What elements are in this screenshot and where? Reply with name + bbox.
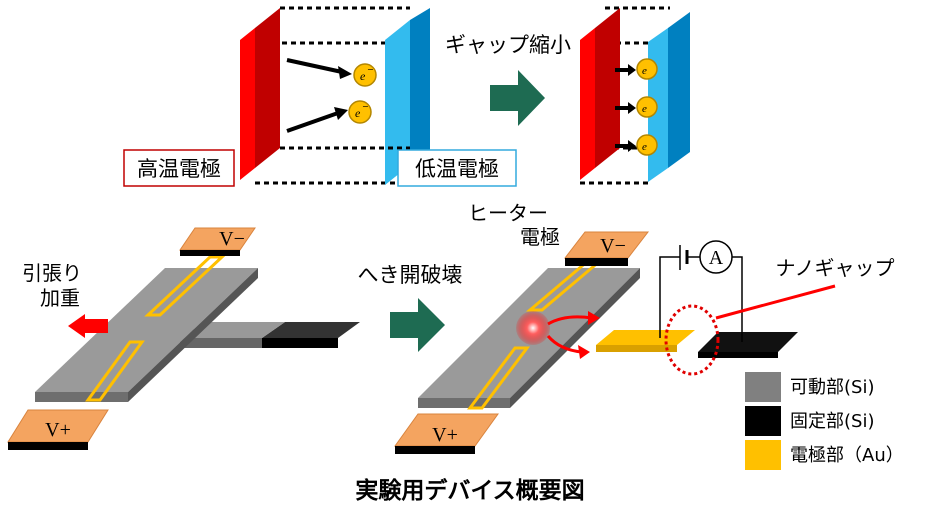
movable-arm-side: [180, 338, 262, 348]
electron-icon: [348, 100, 372, 124]
emission-arrow: [286, 111, 339, 133]
electron-label: e: [642, 65, 647, 77]
legend-swatch-electrode: [745, 440, 781, 470]
ammeter-label: A: [709, 247, 724, 269]
pad-base: [8, 442, 88, 450]
electron-icon: [353, 63, 377, 87]
emission-arrowhead: [628, 64, 636, 76]
electron-label: e: [360, 69, 366, 83]
nanogap-highlight: [664, 304, 720, 376]
legend-label-movable: 可動部(Si): [790, 377, 874, 398]
movable-plate-side: [418, 398, 510, 408]
device-after: V− V+ A: [394, 231, 836, 454]
electron-label: e: [642, 103, 647, 115]
pull-label-line2: 加重: [40, 286, 80, 310]
legend: 可動部(Si) 固定部(Si) 電極部（Au）: [745, 372, 904, 470]
emission-arrow: [286, 58, 343, 74]
pad-base: [180, 250, 240, 256]
emission-arrowhead: [628, 102, 636, 114]
electron-charge: −: [367, 65, 374, 74]
cold-electrode-label: 低温電極: [415, 157, 499, 181]
hotspot-icon: [516, 311, 550, 345]
heater-label-line1: ヒーター: [468, 201, 548, 225]
heat-flow-arrow: [546, 334, 583, 354]
electron-charge: −: [362, 102, 369, 111]
electron-label: e: [642, 141, 647, 153]
gold-electrode-top: [596, 330, 695, 345]
heater-line: [467, 346, 530, 410]
hot-electrode-side: [240, 28, 255, 180]
pad-v-plus-label: V+: [432, 424, 458, 446]
cold-electrode-label-box: [397, 149, 517, 187]
narrow-gap-scene: e e e: [580, 6, 690, 185]
pad-v-plus-label: V+: [45, 419, 71, 441]
cold-electrode-face: [410, 8, 430, 165]
heat-flow-arrowhead: [578, 345, 590, 359]
legend-label-electrode: 電極部（Au）: [790, 445, 904, 466]
device-before: V− V+: [7, 227, 360, 450]
movable-plate-side: [35, 392, 128, 402]
emission-arrowhead: [338, 66, 352, 79]
circuit-wire: [659, 256, 680, 338]
electron-icon: [636, 134, 658, 156]
cleavage-arrow-icon: [390, 298, 445, 352]
legend-label-fixed: 固定部(Si): [790, 411, 874, 432]
heat-flow-arrowhead: [588, 311, 600, 325]
hot-electrode-face: [255, 8, 280, 168]
gold-electrode-side: [596, 345, 677, 352]
movable-plate-edge: [510, 268, 640, 408]
pull-label-line1: 引張り: [22, 261, 82, 285]
movable-plate: [35, 268, 258, 392]
pad-base: [395, 446, 475, 454]
diagram-caption: 実験用デバイス概要図: [355, 477, 584, 504]
electron-label: e: [355, 106, 361, 120]
hot-electrode-face: [595, 8, 620, 168]
nanogap-label: ナノギャップ: [776, 256, 895, 280]
gap-shrink-label: ギャップ縮小: [445, 33, 571, 57]
gap-shrink-arrow-icon: [490, 70, 545, 126]
legend-swatch-fixed: [745, 406, 781, 436]
pad-v-minus-label: V−: [219, 228, 245, 250]
fixed-part: [262, 338, 338, 348]
hot-electrode-label-box: [123, 149, 235, 187]
hot-electrode-top: [240, 8, 280, 40]
electron-icon: [636, 96, 658, 118]
heater-label-line2: 電極: [520, 225, 560, 249]
legend-swatch-movable: [745, 372, 781, 402]
pad-v-minus-label: V−: [600, 235, 626, 257]
electron-icon: [636, 58, 658, 80]
heater-line: [85, 340, 145, 402]
fixed-block-top: [698, 332, 798, 352]
hot-electrode-label: 高温電極: [137, 157, 221, 181]
cold-electrode-face: [668, 12, 690, 168]
circuit-wire: [732, 256, 743, 342]
hot-electrode-side: [580, 28, 595, 180]
pad-base: [565, 258, 628, 266]
cleavage-label: へき開破壊: [358, 263, 463, 287]
heat-flow-arrow: [547, 315, 593, 326]
nanogap-pointer: [715, 284, 836, 320]
cold-electrode-side: [385, 20, 410, 185]
emission-arrowhead: [334, 107, 348, 120]
pull-arrow-icon: [68, 314, 108, 338]
fixed-part-top: [262, 322, 360, 338]
heater-line: [144, 255, 226, 317]
fixed-block-side: [698, 352, 778, 358]
wide-gap-scene: e − e −: [240, 6, 430, 185]
emission-arrowhead: [628, 140, 636, 152]
movable-plate-edge: [128, 268, 258, 402]
